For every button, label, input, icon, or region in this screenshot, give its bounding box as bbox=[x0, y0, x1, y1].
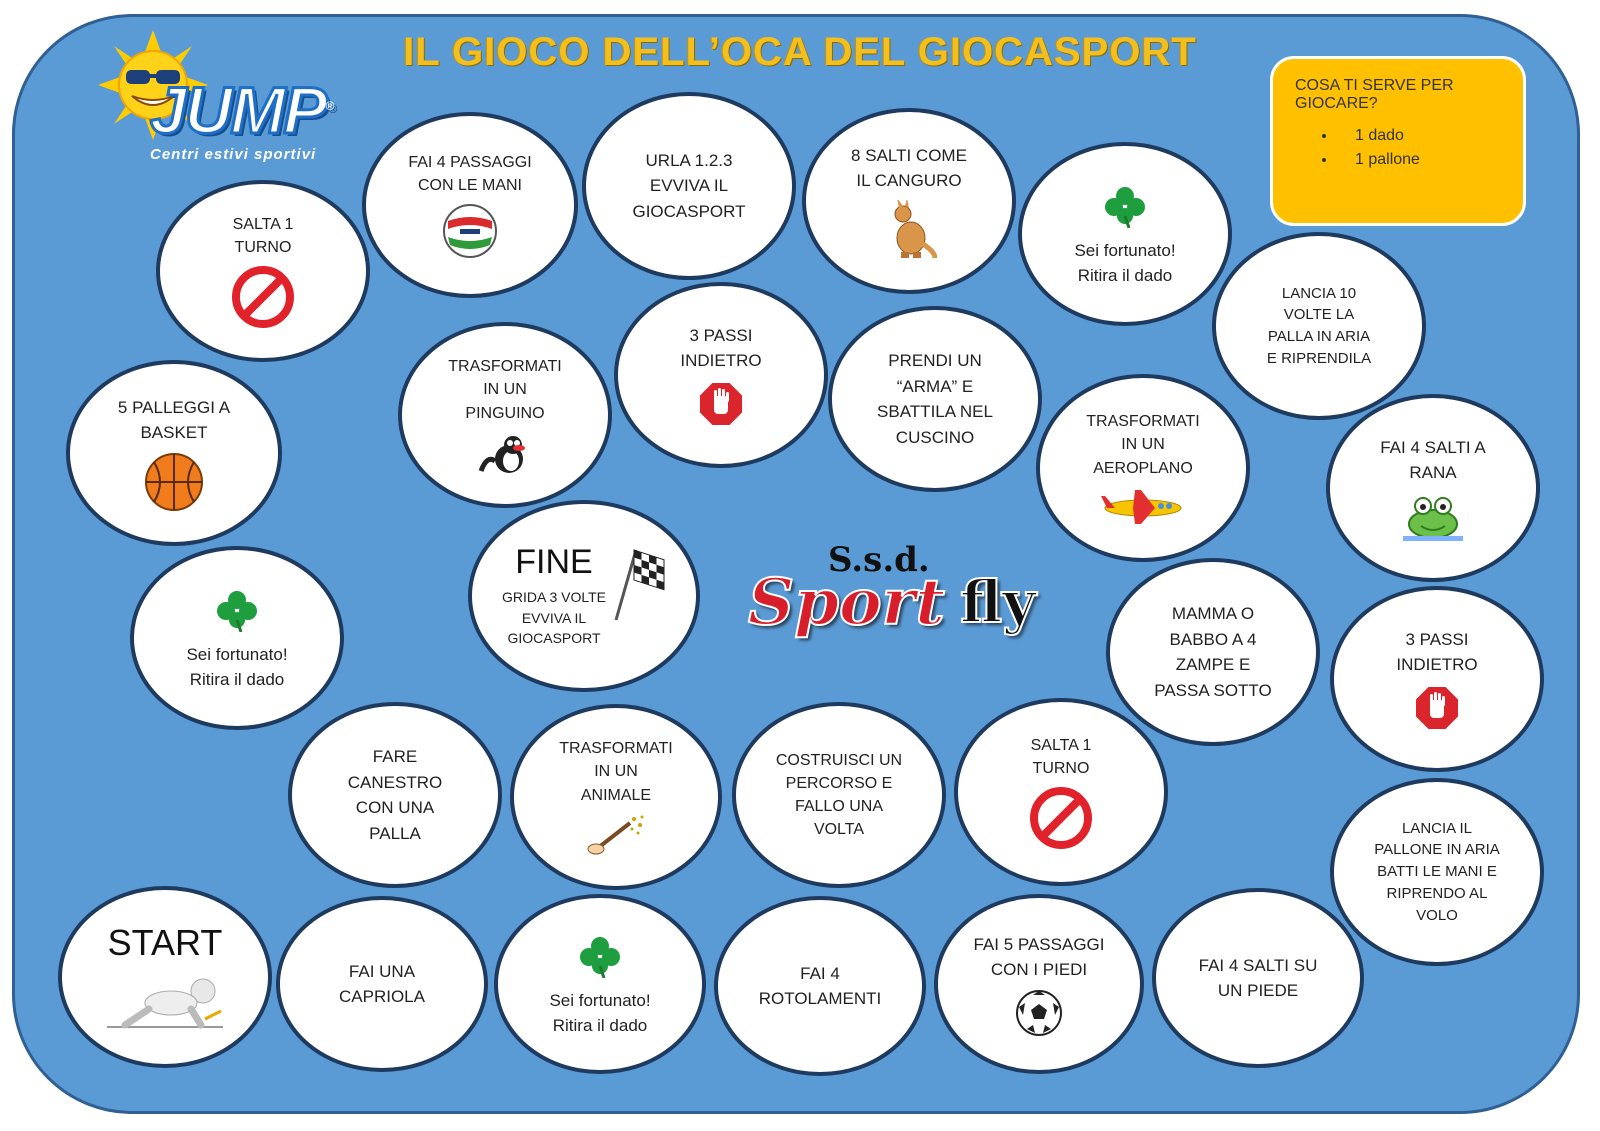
basketball-icon bbox=[145, 452, 203, 511]
airplane-icon bbox=[1101, 489, 1182, 524]
frog-icon bbox=[1403, 496, 1463, 541]
cell-lucky-bottom[interactable]: Sei fortunato! Ritira il dado bbox=[494, 894, 706, 1074]
cell-salti-piede[interactable]: FAI 4 SALTI SU UN PIEDE bbox=[1152, 888, 1364, 1068]
kangaroo-icon bbox=[894, 199, 937, 258]
cell-start[interactable]: START bbox=[58, 886, 272, 1068]
volleyball-icon bbox=[443, 204, 497, 259]
sponsor-sport: Sport bbox=[747, 564, 946, 641]
page-title: IL GIOCO DELL’OCA DEL GIOCASPORT bbox=[403, 30, 1197, 74]
checkered-flag-icon bbox=[614, 549, 665, 621]
cell-passi-indietro-center[interactable]: 3 PASSI INDIETRO bbox=[614, 282, 828, 468]
cell-salta-turno-top[interactable]: SALTA 1 TURNO bbox=[156, 180, 370, 362]
cell-salti-rana[interactable]: FAI 4 SALTI A RANA bbox=[1326, 394, 1540, 582]
requirements-list: 1 dado 1 pallone bbox=[1295, 127, 1501, 169]
clover-icon bbox=[217, 590, 257, 632]
no-entry-icon bbox=[1030, 787, 1092, 850]
cell-lucky-top[interactable]: Sei fortunato! Ritira il dado bbox=[1018, 142, 1232, 326]
cell-canestro[interactable]: FARE CANESTRO CON UNA PALLA bbox=[288, 702, 502, 888]
cell-salta-turno-bottom[interactable]: SALTA 1 TURNO bbox=[954, 698, 1168, 886]
requirement-item: 1 pallone bbox=[1337, 151, 1501, 169]
sponsor-ssd: S.s.d. bbox=[828, 540, 930, 580]
cell-animale[interactable]: TRASFORMATI IN UN ANIMALE bbox=[510, 704, 722, 890]
cell-lancia-palla[interactable]: LANCIA 10 VOLTE LA PALLA IN ARIA E RIPRE… bbox=[1212, 232, 1426, 420]
cell-passaggi-mani[interactable]: FAI 4 PASSAGGI CON LE MANI bbox=[362, 112, 578, 298]
jump-logo-subtitle: Centri estivi sportivi bbox=[150, 146, 317, 163]
cell-aeroplano[interactable]: TRASFORMATI IN UN AEROPLANO bbox=[1036, 374, 1250, 562]
clover-icon bbox=[1105, 186, 1145, 228]
cell-canguro[interactable]: 8 SALTI COME IL CANGURO bbox=[802, 108, 1016, 294]
requirements-heading: COSA TI SERVE PER GIOCARE? bbox=[1295, 77, 1454, 112]
cell-lancia-pallone[interactable]: LANCIA IL PALLONE IN ARIA BATTI LE MANI … bbox=[1330, 778, 1544, 966]
cell-fine[interactable]: FINE GRIDA 3 VOLTE EVVIVA IL GIOCASPORT bbox=[468, 500, 700, 692]
stop-hand-icon bbox=[1414, 684, 1460, 731]
sun-mascot-icon bbox=[98, 30, 208, 140]
cell-capriola[interactable]: FAI UNA CAPRIOLA bbox=[276, 896, 488, 1072]
cell-mamma[interactable]: MAMMA O BABBO A 4 ZAMPE E PASSA SOTTO bbox=[1106, 558, 1320, 746]
crawling-figure-icon bbox=[107, 978, 223, 1029]
cell-pinguino[interactable]: TRASFORMATI IN UN PINGUINO bbox=[398, 322, 612, 508]
cell-passaggi-piedi[interactable]: FAI 5 PASSAGGI CON I PIEDI bbox=[934, 894, 1144, 1074]
requirement-item: 1 dado bbox=[1337, 127, 1501, 145]
cell-rotolamenti[interactable]: FAI 4 ROTOLAMENTI bbox=[714, 896, 926, 1076]
cell-urla[interactable]: URLA 1.2.3 EVVIVA IL GIOCASPORT bbox=[582, 92, 796, 280]
cell-arma[interactable]: PRENDI UN “ARMA” E SBATTILA NEL CUSCINO bbox=[828, 306, 1042, 492]
clover-icon bbox=[580, 936, 620, 978]
penguin-icon bbox=[478, 435, 525, 473]
no-entry-icon bbox=[232, 266, 294, 329]
soccer-ball-icon bbox=[1016, 989, 1062, 1036]
cell-palleggi[interactable]: 5 PALLEGGI A BASKET bbox=[66, 360, 282, 546]
magic-wand-icon bbox=[587, 815, 644, 855]
stop-hand-icon bbox=[698, 380, 744, 427]
cell-percorso[interactable]: COSTRUISCI UN PERCORSO E FALLO UNA VOLTA bbox=[732, 702, 946, 888]
requirements-box: COSA TI SERVE PER GIOCARE? 1 dado 1 pall… bbox=[1270, 56, 1526, 226]
jump-logo-word: JUMP® bbox=[148, 72, 334, 149]
cell-lucky-left[interactable]: Sei fortunato! Ritira il dado bbox=[130, 546, 344, 730]
cell-passi-indietro-right[interactable]: 3 PASSI INDIETRO bbox=[1330, 586, 1544, 772]
sponsor-fly: fly bbox=[959, 567, 1037, 637]
jump-logo bbox=[98, 30, 358, 170]
